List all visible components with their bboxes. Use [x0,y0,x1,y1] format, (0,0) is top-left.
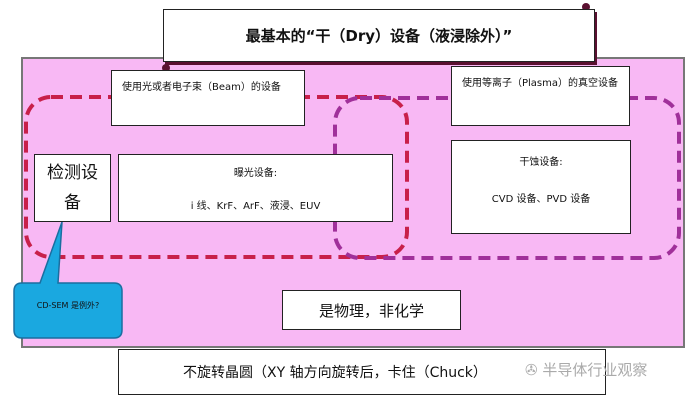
exposure-equipment-box: 曝光设备: i 线、KrF、ArF、液浸、EUV [118,154,393,222]
dry-etch-items: CVD 设备、PVD 设备 [491,194,591,205]
plasma-equipment-label: 使用等离子（Plasma）的真空设备 [451,66,630,126]
plasma-group-outline [333,96,681,260]
watermark: ✇ 半导体行业观察 [525,359,647,380]
inspection-line1: 检测设 [47,163,98,183]
beam-group-outline [24,95,409,259]
dry-etch-title: 干蚀设备: [519,157,563,168]
inspection-line2: 备 [64,193,81,213]
page-title: 最基本的“干（Dry）设备（液浸除外）” [163,9,595,62]
beam-equipment-label: 使用光或者电子束（Beam）的设备 [111,70,305,126]
callout-bubble [13,221,123,339]
exposure-title: 曝光设备: [233,168,278,179]
wechat-icon: ✇ [525,361,538,379]
dry-etch-equipment-box: 干蚀设备: CVD 设备、PVD 设备 [451,140,631,234]
inspection-equipment-box: 检测设 备 [34,154,111,222]
exposure-items: i 线、KrF、ArF、液浸、EUV [190,201,321,212]
physics-label: 是物理，非化学 [282,290,461,330]
watermark-text: 半导体行业观察 [542,361,648,379]
bottom-note: 不旋转晶圆（XY 轴方向旋转后，卡住（Chuck） [118,349,606,395]
callout-text: CD-SEM 是例外? [36,301,100,310]
